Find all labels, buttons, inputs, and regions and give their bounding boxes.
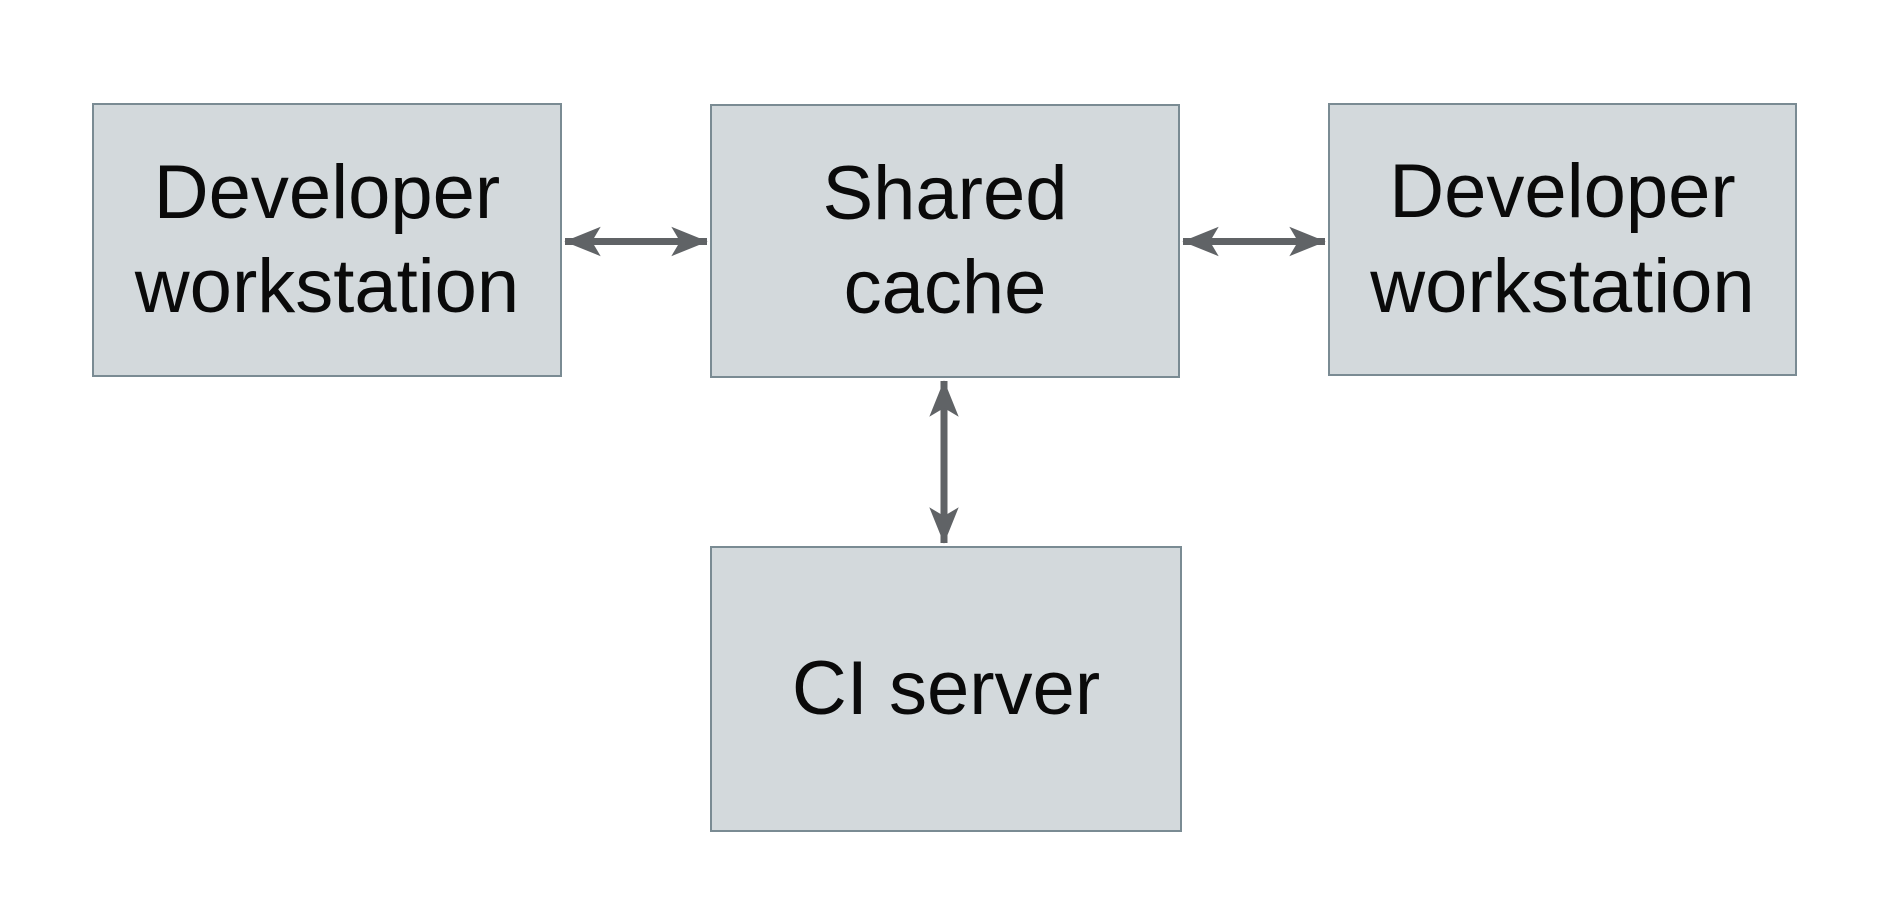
node-developer-workstation-right: Developer workstation <box>1328 103 1797 376</box>
node-label: CI server <box>791 645 1101 731</box>
node-label: Developer workstation <box>1370 149 1755 329</box>
node-shared-cache: Shared cache <box>710 104 1180 378</box>
node-label: Shared cache <box>822 150 1068 330</box>
node-developer-workstation-left: Developer workstation <box>92 103 562 377</box>
node-label: Developer workstation <box>134 149 520 329</box>
node-ci-server: CI server <box>710 546 1182 832</box>
